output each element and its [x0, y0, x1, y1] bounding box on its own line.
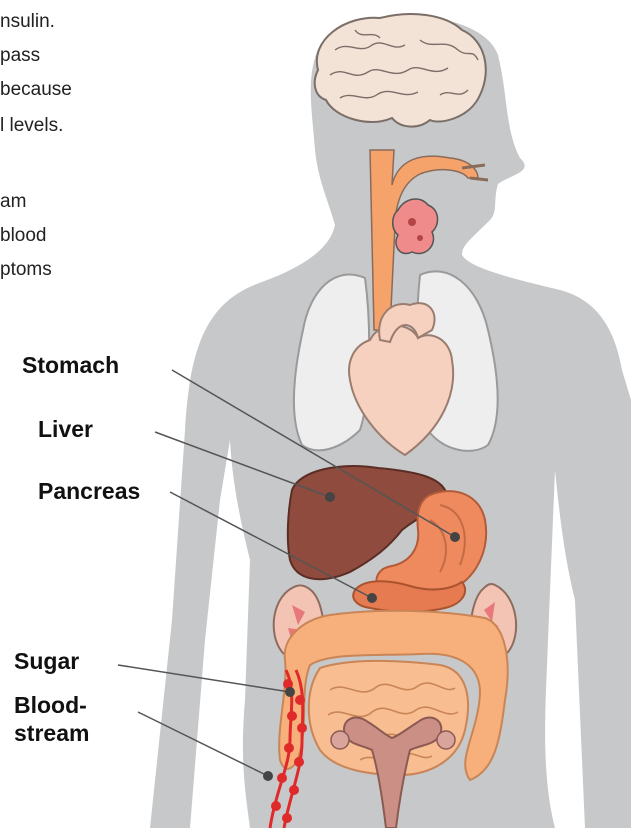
brain: [315, 14, 486, 127]
intro-line: l levels.: [0, 112, 63, 141]
intro-line: blood: [0, 222, 47, 251]
intro-line: ptoms: [0, 256, 52, 285]
intro-line: nsulin.: [0, 8, 55, 37]
ovary-left: [331, 731, 349, 749]
thyroid-gland: [393, 199, 438, 254]
intro-line: pass: [0, 42, 40, 71]
intro-line: because: [0, 76, 72, 105]
bloodstream-label-line2: stream: [14, 720, 89, 747]
sugar-label: Sugar: [14, 648, 79, 675]
stomach-label: Stomach: [22, 352, 119, 379]
ovary-right: [437, 731, 455, 749]
intro-line: am: [0, 188, 26, 217]
pancreas-label: Pancreas: [38, 478, 140, 505]
liver-label: Liver: [38, 416, 93, 443]
bloodstream-label-line1: Blood-: [14, 692, 87, 719]
